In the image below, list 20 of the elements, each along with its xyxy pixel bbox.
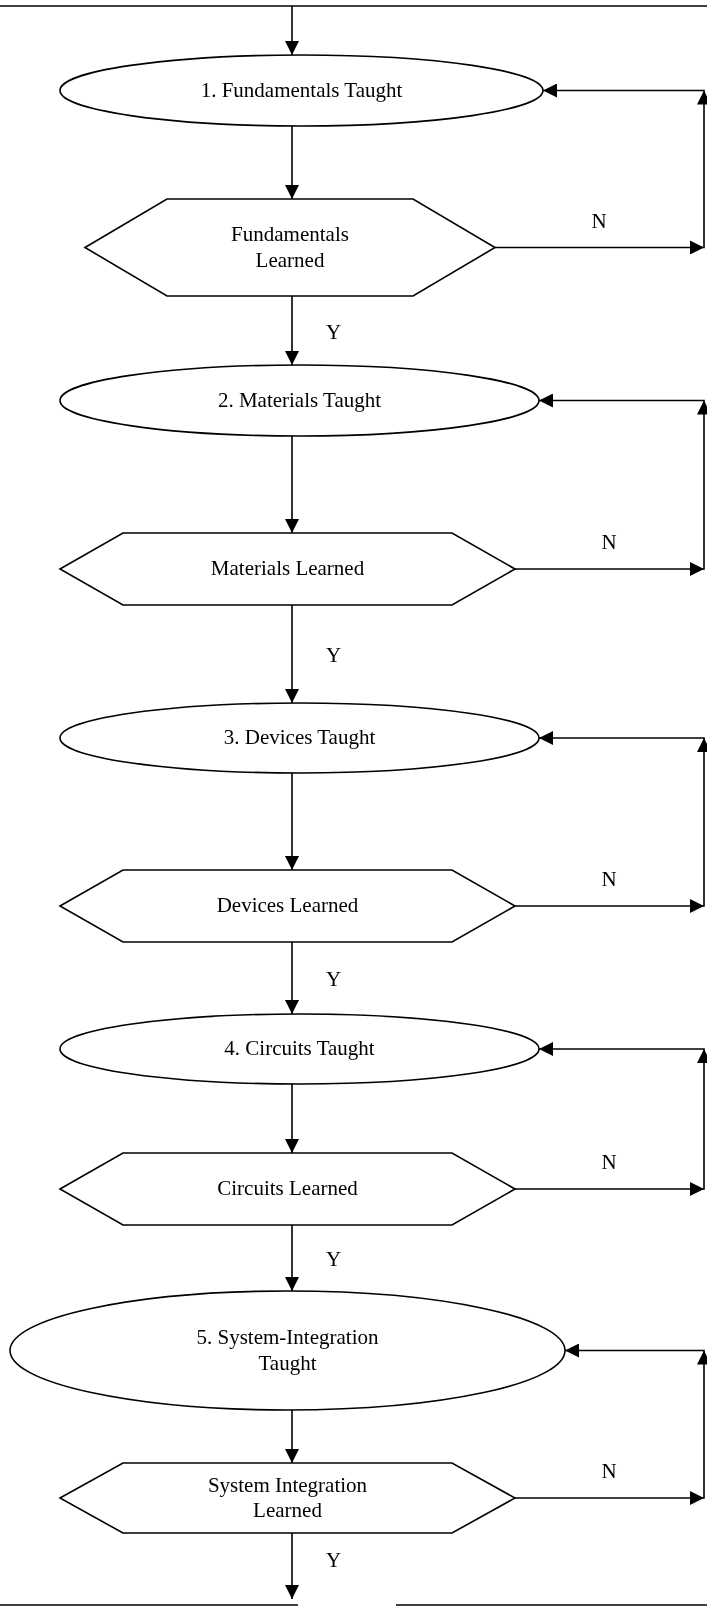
decision-hexagon xyxy=(60,1153,515,1225)
process-ellipse xyxy=(10,1291,565,1410)
node-label: 1. Fundamentals Taught xyxy=(200,77,403,104)
decision-hexagon xyxy=(60,533,515,605)
node-label: 4. Circuits Taught xyxy=(224,1036,375,1062)
node-label: Devices Learned xyxy=(216,893,359,919)
node-label: Circuits Learned xyxy=(217,1176,358,1202)
decision-hexagon xyxy=(60,1463,515,1533)
decision-hexagon xyxy=(85,199,495,296)
process-ellipse xyxy=(60,365,539,436)
process-ellipse xyxy=(60,55,543,126)
node-label: 5. System-Integration Taught xyxy=(195,1325,380,1376)
node-label: Materials Learned xyxy=(210,556,365,582)
node-label: System Integration Learned xyxy=(206,1472,369,1524)
node-label: 2. Materials Taught xyxy=(217,387,382,414)
decision-hexagon xyxy=(60,870,515,942)
node-label: 3. Devices Taught xyxy=(223,725,376,751)
process-ellipse xyxy=(60,1014,539,1084)
node-label: Fundamentals Learned xyxy=(230,222,350,273)
process-ellipse xyxy=(60,703,539,773)
